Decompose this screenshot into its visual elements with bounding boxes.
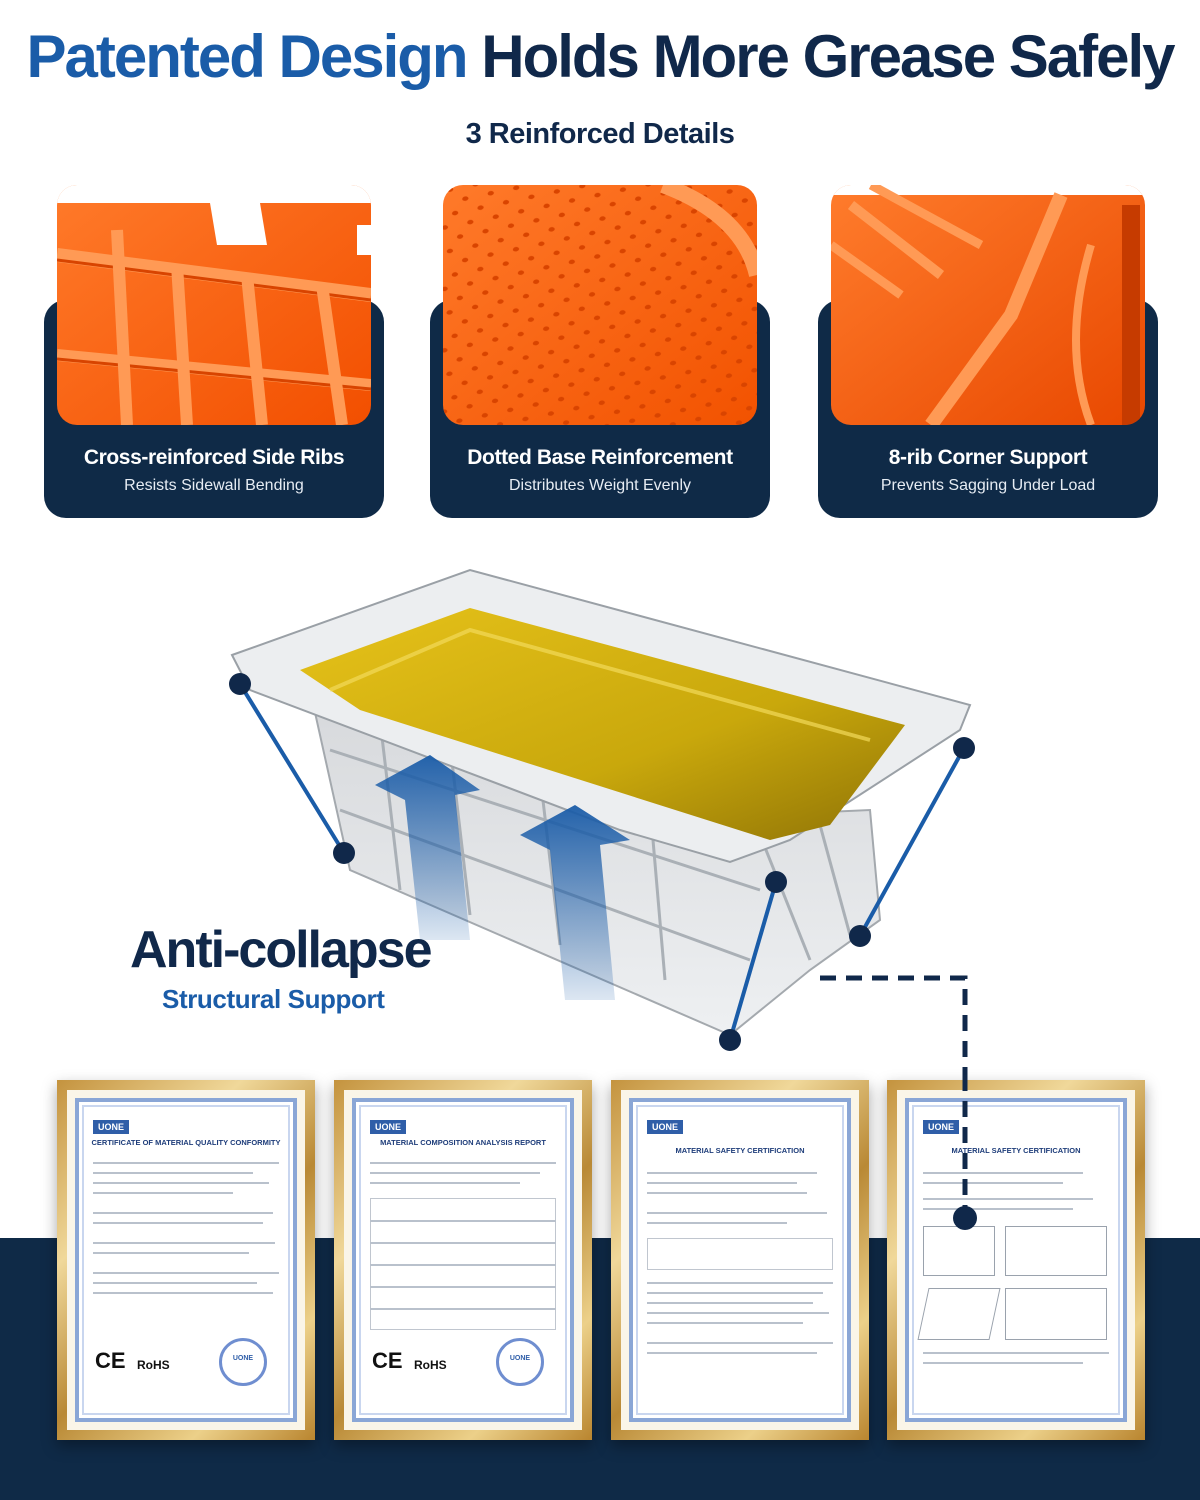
- feature-description: Distributes Weight Evenly: [509, 477, 691, 494]
- orange-dotted-base-photo-icon: [443, 185, 757, 425]
- certificate-brand: UONE: [647, 1120, 684, 1134]
- certificate-brand: UONE: [923, 1120, 960, 1134]
- feature-description: Resists Sidewall Bending: [124, 477, 304, 494]
- feature-title: 8-rib Corner Support: [888, 446, 1088, 469]
- title-rest: Holds More Grease Safely: [481, 23, 1175, 90]
- certificate-frame: UONE MATERIAL SAFETY CERTIFICATION: [611, 1080, 869, 1440]
- feature-title: Cross-reinforced Side Ribs: [83, 446, 345, 469]
- dashed-connector: [953, 1075, 977, 1230]
- anti-collapse-title: Anti-collapse: [130, 921, 432, 979]
- certificate-document: UONE MATERIAL SAFETY CERTIFICATION: [905, 1098, 1127, 1422]
- certificate-title: MATERIAL SAFETY CERTIFICATION: [951, 1146, 1081, 1155]
- feature-description: Prevents Sagging Under Load: [880, 477, 1096, 494]
- rohs-mark: RoHS: [414, 1358, 447, 1372]
- orange-side-ribs-photo-icon: [57, 185, 371, 425]
- certificate-title: MATERIAL COMPOSITION ANALYSIS REPORT: [380, 1138, 546, 1147]
- page-title: Patented Design Holds More Grease Safely: [0, 22, 1200, 91]
- certificate-brand: UONE: [370, 1120, 407, 1134]
- feature-card-side-ribs: Cross-reinforced Side Ribs Resists Sidew…: [44, 185, 384, 518]
- feature-card-corner-support: 8-rib Corner Support Prevents Sagging Un…: [818, 185, 1158, 518]
- certificate-frame: UONE MATERIAL SAFETY CERTIFICATION: [887, 1080, 1145, 1440]
- anti-collapse-subtitle: Structural Support: [162, 984, 385, 1014]
- rohs-mark: RoHS: [137, 1358, 170, 1372]
- title-highlight: Patented Design: [26, 23, 468, 90]
- certificate-frame: UONE CERTIFICATE OF MATERIAL QUALITY CON…: [57, 1080, 315, 1440]
- feature-card-dotted-base: Dotted Base Reinforcement Distributes We…: [430, 185, 770, 518]
- certificate-frame: UONE MATERIAL COMPOSITION ANALYSIS REPOR…: [334, 1080, 592, 1440]
- certificate-document: UONE MATERIAL COMPOSITION ANALYSIS REPOR…: [352, 1098, 574, 1422]
- certificate-title: MATERIAL SAFETY CERTIFICATION: [675, 1146, 805, 1155]
- certificate-document: UONE MATERIAL SAFETY CERTIFICATION: [629, 1098, 851, 1422]
- connector-dot-icon: [953, 1206, 977, 1230]
- certificate-brand: UONE: [93, 1120, 130, 1134]
- page-subtitle: 3 Reinforced Details: [465, 118, 735, 150]
- feature-title: Dotted Base Reinforcement: [467, 446, 733, 469]
- seal-icon: UONE: [496, 1338, 544, 1386]
- grease-tray-illustration: [229, 568, 975, 1080]
- certificate-title: CERTIFICATE OF MATERIAL QUALITY CONFORMI…: [91, 1138, 281, 1147]
- certificate-document: UONE CERTIFICATE OF MATERIAL QUALITY CON…: [75, 1098, 297, 1422]
- ce-mark: CE: [95, 1348, 126, 1373]
- ce-mark: CE: [372, 1348, 403, 1373]
- orange-corner-ribs-photo-icon: [831, 185, 1145, 425]
- seal-icon: UONE: [219, 1338, 267, 1386]
